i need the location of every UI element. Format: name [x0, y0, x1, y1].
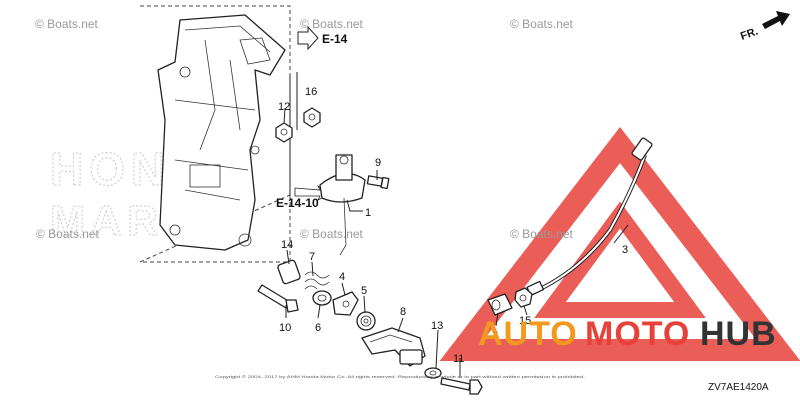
automotohub-logo: AUTO MOTO HUB [478, 315, 777, 353]
part-number-9: 9 [375, 157, 381, 169]
leader-lines [283, 107, 629, 378]
part-12 [275, 122, 293, 143]
logo-moto: MOTO [585, 315, 690, 353]
watermark-top-left: © Boats.net [35, 17, 99, 31]
part-number-5: 5 [361, 285, 367, 297]
part-number-10: 10 [279, 322, 291, 334]
mounting-bracket [157, 14, 286, 251]
e14-arrow-icon [297, 25, 319, 51]
part-number-3: 3 [622, 244, 628, 256]
part-number-2: 2 [492, 329, 498, 341]
e14-label: E-14 [322, 32, 348, 46]
watermark-top-right: © Boats.net [510, 17, 574, 31]
part-1 [319, 154, 366, 256]
front-arrow-icon [762, 11, 790, 29]
front-label: FR. [739, 25, 760, 42]
watermark-mid-left: © Boats.net [36, 227, 100, 241]
assembly-boundary [139, 5, 291, 263]
part-7 [304, 271, 330, 290]
part-4 [332, 291, 359, 316]
front-indicator: FR. [739, 11, 790, 43]
part-3 [526, 137, 653, 297]
part-number-6: 6 [315, 322, 321, 334]
part-number-14: 14 [281, 239, 293, 251]
part-16 [296, 72, 321, 130]
part-9 [366, 175, 390, 190]
part-13 [424, 367, 442, 379]
part-10 [257, 284, 299, 313]
part-number-13: 13 [431, 320, 443, 332]
e14-reference: E-14 [297, 25, 348, 51]
watermark-top-center: © Boats.net [300, 17, 364, 31]
part-15 [514, 287, 533, 308]
part-numbers: 16 12 9 1 14 7 4 5 8 10 6 13 11 3 2 15 [278, 86, 628, 365]
e1410-label: E-14-10 [276, 196, 319, 210]
part-number-4: 4 [339, 271, 345, 283]
part-number-16: 16 [305, 86, 317, 98]
part-number-11: 11 [453, 353, 464, 365]
part-number-12: 12 [278, 101, 290, 113]
logo-hub: HUB [700, 315, 777, 353]
footer-copyright: Copyright © 2004- 2017 by AHM Honda Moto… [215, 374, 585, 379]
part-14 [277, 259, 301, 285]
part-number-1: 1 [365, 207, 371, 219]
part-number-7: 7 [309, 251, 315, 263]
part-8 [361, 327, 426, 367]
part-6 [312, 290, 332, 306]
watermark-mid-right: © Boats.net [510, 227, 574, 241]
watermark-mid-center: © Boats.net [300, 227, 364, 241]
part-number-8: 8 [400, 306, 406, 318]
logo-triangle [439, 126, 800, 361]
part-number-15: 15 [519, 315, 531, 327]
part-2 [487, 293, 513, 316]
diagram-code: ZV7AE1420A [708, 382, 769, 393]
logo-auto: AUTO [478, 315, 578, 353]
part-5 [356, 311, 376, 331]
part-11 [440, 377, 483, 395]
